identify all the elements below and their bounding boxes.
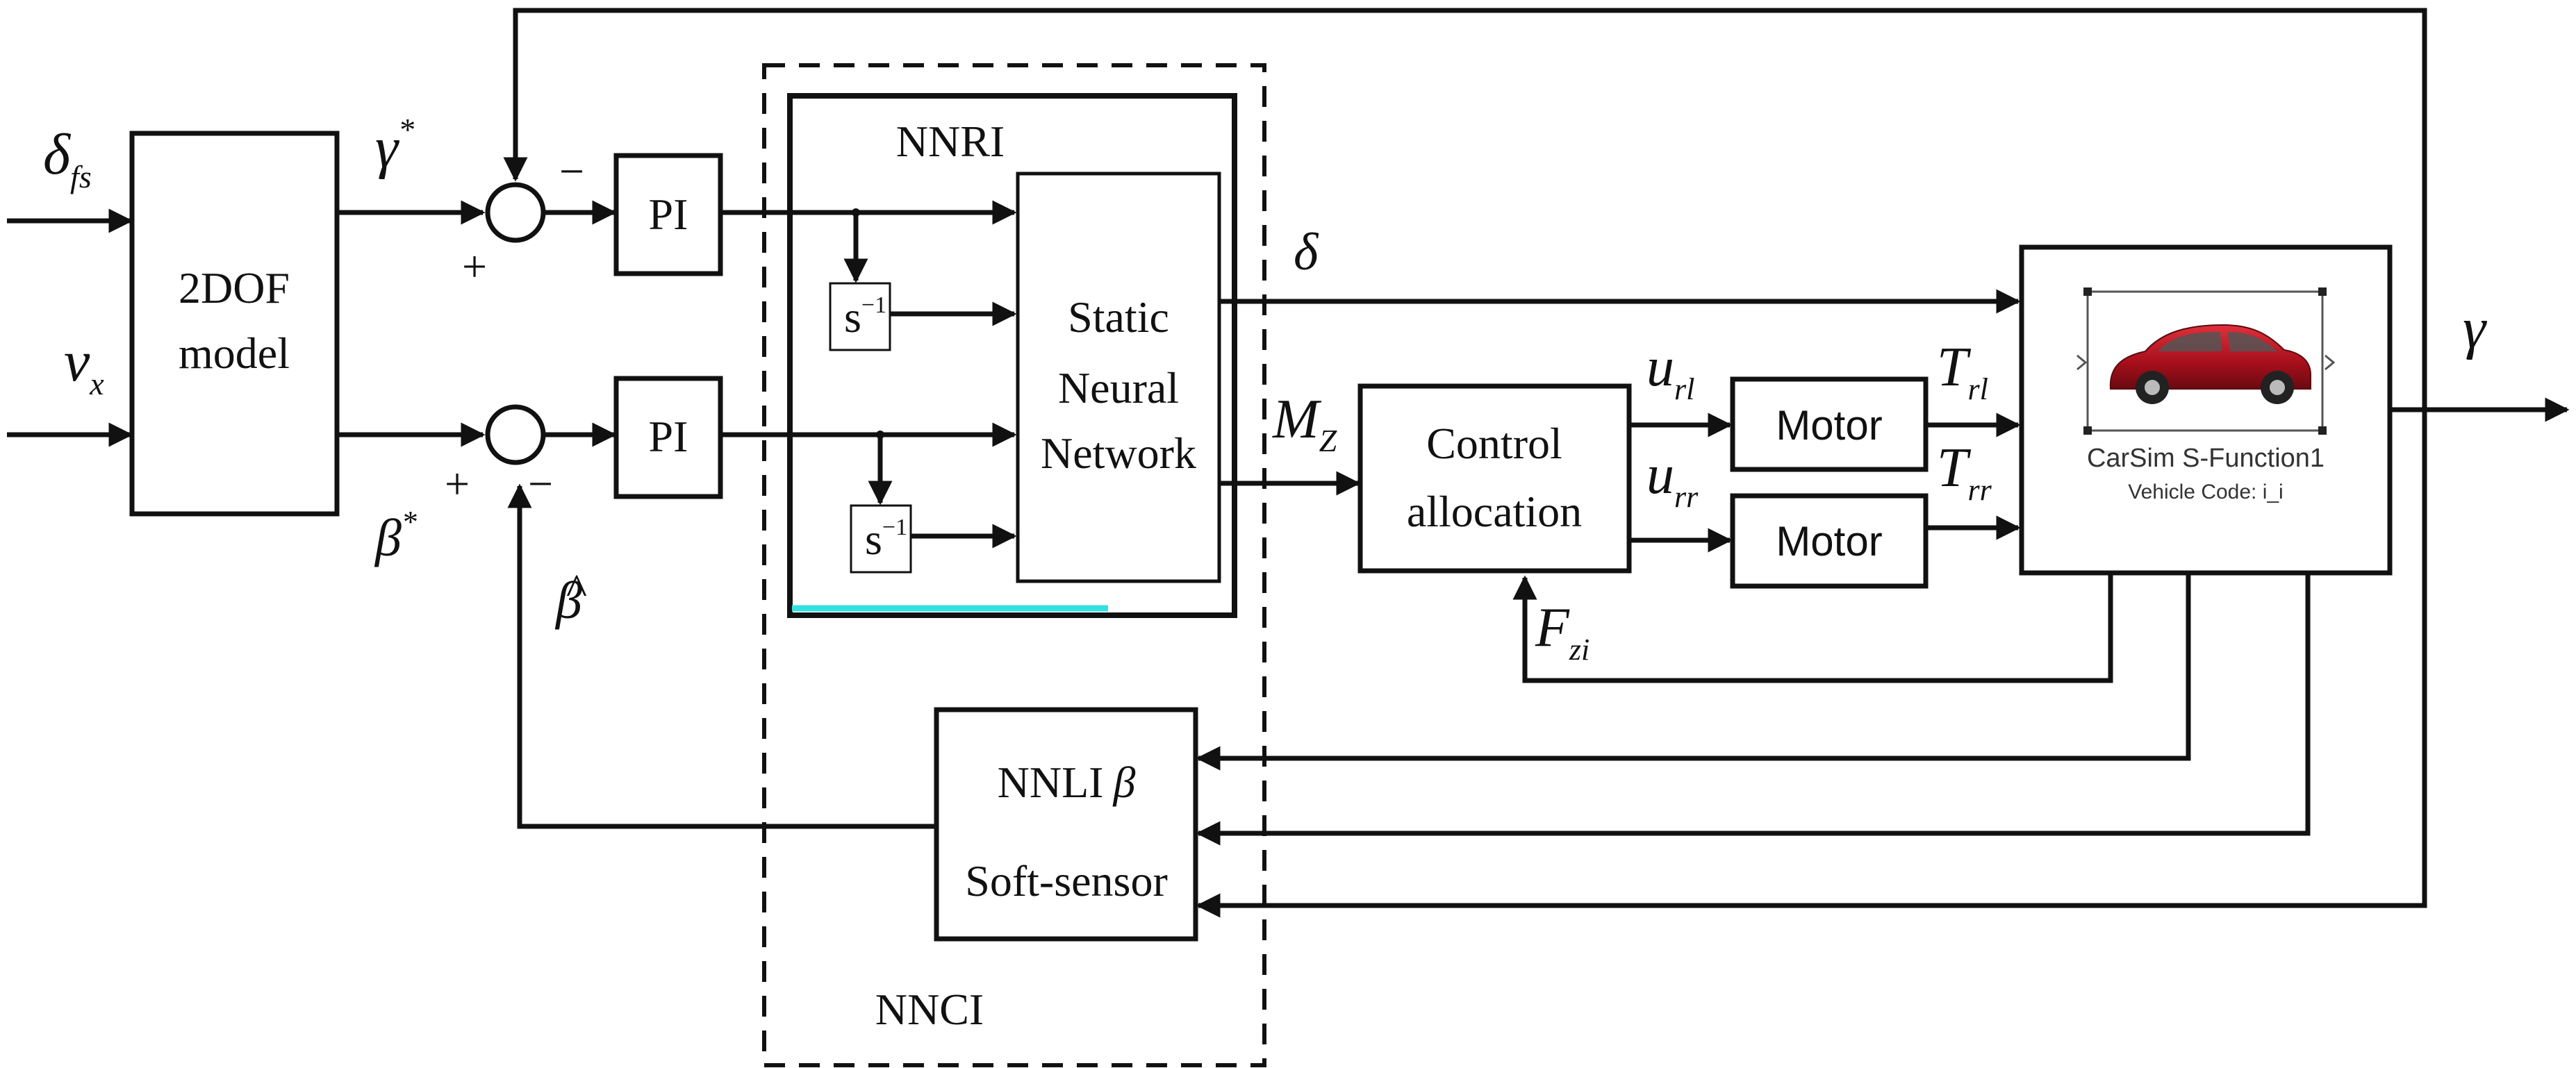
- pi-bottom-label: PI: [649, 412, 688, 461]
- wire-fzi-feedback: [1512, 573, 2113, 683]
- integrator-bottom-label: s−1: [865, 515, 907, 564]
- wire-gamma-feedback: [503, 8, 2427, 410]
- wire-carsim-nnli-2: [1196, 573, 2311, 846]
- wire-beta-hat-feedback: [507, 483, 934, 829]
- gamma-star-label: γ*: [375, 112, 414, 180]
- delta-label: δ: [1294, 223, 1319, 281]
- urr-label: urr: [1646, 444, 1699, 514]
- delta-fs-label: δfs: [43, 122, 92, 194]
- minus-sign-top: −: [559, 147, 584, 196]
- control-allocation-label-2: allocation: [1407, 487, 1582, 536]
- car-icon: [2109, 324, 2311, 404]
- static-nn-label-1: Static: [1068, 292, 1169, 342]
- minus-sign-bottom: −: [528, 459, 553, 508]
- motor-bottom-label: Motor: [1776, 518, 1882, 565]
- trl-label: Trl: [1937, 337, 1988, 406]
- wire-carsim-nnli-1: [1196, 573, 2191, 771]
- vx-label: vx: [64, 329, 104, 401]
- beta-hat-label: β: [554, 571, 582, 630]
- fzi-label: Fzi: [1535, 597, 1590, 667]
- static-nn-label-3: Network: [1041, 428, 1196, 478]
- url-label: url: [1646, 337, 1694, 406]
- junction-dot-top: [852, 208, 860, 217]
- pi-top-label: PI: [649, 190, 688, 239]
- motor-top-label: Motor: [1776, 402, 1882, 449]
- pi-block-top: PI: [613, 153, 723, 276]
- nnri-frame: NNRI: [787, 93, 1237, 618]
- nnci-label: NNCI: [875, 985, 984, 1034]
- sum-junction-bottom: [485, 404, 546, 465]
- model-label-2: model: [179, 328, 290, 378]
- carsim-input-port: [2077, 354, 2088, 371]
- integrator-block-top: s−1: [829, 282, 891, 351]
- carsim-title: CarSim S-Function1: [2087, 444, 2325, 473]
- static-nn-block: Static Neural Network: [1016, 172, 1221, 583]
- beta-star-label: β*: [374, 505, 417, 567]
- nnli-label-2: Soft-sensor: [965, 856, 1168, 906]
- plus-sign-bottom: +: [445, 459, 470, 508]
- beta-hat-caret: ^: [566, 565, 587, 614]
- integrator-block-bottom: s−1: [850, 504, 912, 574]
- wire-carsim-nnli-3: [1196, 410, 2427, 918]
- plus-sign-top: +: [462, 242, 487, 291]
- model-label-1: 2DOF: [179, 263, 290, 312]
- carsim-subtitle: Vehicle Code: i_i: [2128, 481, 2283, 503]
- nnci-region: [762, 63, 1266, 1067]
- carsim-output-port: [2325, 354, 2336, 371]
- gamma-out-label: γ: [2463, 296, 2487, 360]
- static-nn-label-2: Neural: [1058, 363, 1179, 412]
- integrator-top-label: s−1: [844, 292, 886, 342]
- pi-block-bottom: PI: [613, 376, 723, 499]
- junction-dot-bottom: [876, 431, 884, 439]
- nnri-label: NNRI: [896, 117, 1005, 166]
- signal-wires: [7, 8, 2570, 918]
- carsim-block: CarSim S-Function1 Vehicle Code: i_i: [2019, 244, 2393, 576]
- control-allocation-block: Control allocation: [1357, 383, 1632, 574]
- control-allocation-label-1: Control: [1426, 419, 1562, 468]
- motor-block-top: Motor: [1730, 376, 1929, 472]
- mz-label: MZ: [1272, 389, 1337, 458]
- motor-block-bottom: Motor: [1730, 493, 1929, 589]
- model-block: 2DOF model: [129, 131, 340, 517]
- trr-label: Trr: [1937, 437, 1992, 507]
- sum-junction-top: [485, 182, 546, 243]
